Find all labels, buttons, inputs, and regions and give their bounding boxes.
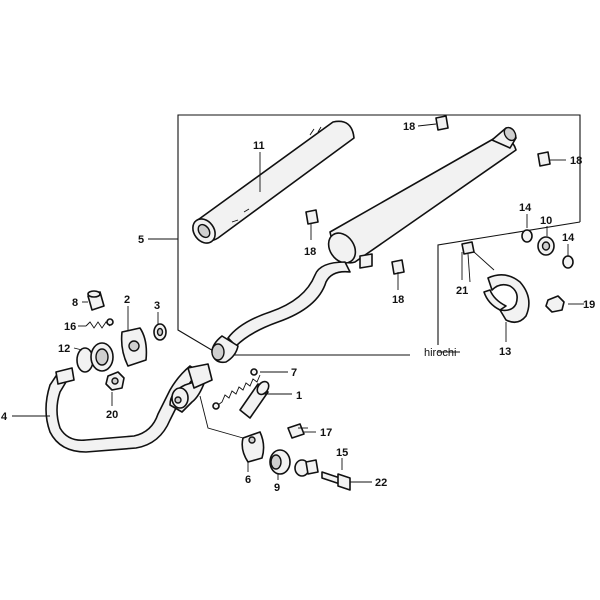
part-21-bolt <box>461 241 495 283</box>
callout-1: 1 <box>296 390 302 402</box>
watermark: hirochi <box>424 347 456 359</box>
part-10-mount <box>537 236 555 256</box>
part-19-nut <box>545 295 565 313</box>
callout-6: 6 <box>245 474 251 486</box>
callout-9: 9 <box>274 482 280 494</box>
callout-13: 13 <box>499 346 511 358</box>
part-20-nut <box>105 371 125 391</box>
part-18-bolt-d <box>391 259 405 275</box>
part-2-flange <box>120 327 148 367</box>
callout-11: 11 <box>253 140 265 152</box>
part-18-bolt-b <box>537 151 551 167</box>
part-13-clamp <box>483 274 530 324</box>
part-11-heat-shield <box>192 120 355 244</box>
assembly-frame <box>177 114 581 240</box>
callout-18c: 18 <box>304 246 316 258</box>
part-3-washer <box>153 323 167 341</box>
callout-7: 7 <box>291 367 297 379</box>
part-12-joint <box>76 342 114 373</box>
callout-8: 8 <box>72 297 78 309</box>
part-22-bolt <box>321 471 351 491</box>
part-17-bolt <box>287 423 308 439</box>
callout-5: 5 <box>138 234 144 246</box>
part-5-muffler <box>211 126 517 364</box>
part-6-bracket <box>241 431 265 463</box>
callout-3: 3 <box>154 300 160 312</box>
callout-15: 15 <box>336 447 348 459</box>
part-14-collar-b <box>562 255 574 269</box>
callout-14b: 14 <box>562 232 575 244</box>
callout-2: 2 <box>124 294 130 306</box>
callout-4: 4 <box>1 411 8 423</box>
part-1-sleeve <box>239 380 270 419</box>
callout-18a: 18 <box>403 121 415 133</box>
callout-17: 17 <box>320 427 332 439</box>
leader-lines <box>12 123 584 483</box>
callout-14a: 14 <box>519 202 532 214</box>
part-15-collar <box>294 459 319 477</box>
callout-10: 10 <box>540 215 552 227</box>
assembly-frame-right <box>437 221 581 345</box>
part-18-bolt-a <box>435 115 449 131</box>
part-14-collar-a <box>521 229 533 243</box>
part-7-spring <box>212 368 261 410</box>
callout-19: 19 <box>583 299 595 311</box>
callout-21: 21 <box>456 285 468 297</box>
part-16-spring <box>85 318 114 329</box>
part-18-bolt-c <box>305 209 319 225</box>
callout-12: 12 <box>58 343 70 355</box>
assembly-frame-lower <box>177 240 410 356</box>
callout-18b: 18 <box>570 155 582 167</box>
part-9-grommet <box>269 449 291 475</box>
part-8-cap <box>87 290 105 311</box>
callout-22: 22 <box>375 477 387 489</box>
callout-20: 20 <box>106 409 118 421</box>
callout-18d: 18 <box>392 294 404 306</box>
part-4-exhaust-pipe <box>45 363 213 453</box>
callout-16: 16 <box>64 321 76 333</box>
